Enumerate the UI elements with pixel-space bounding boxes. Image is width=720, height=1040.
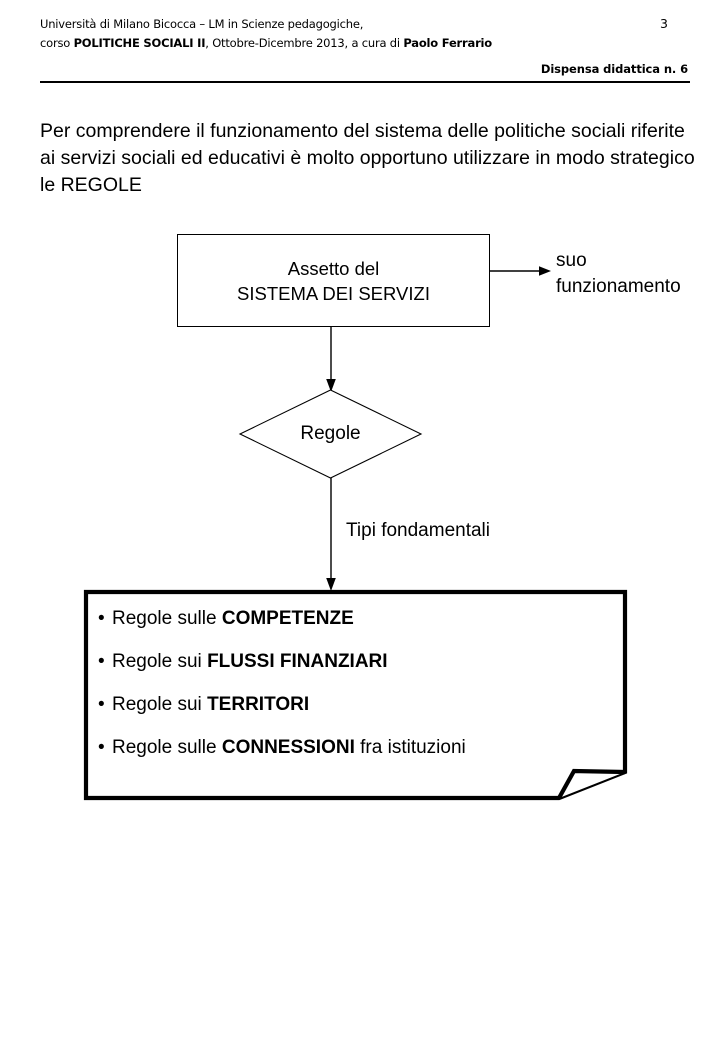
bullet-text-plain: Regole sulle	[112, 608, 222, 629]
box-sistema-line1: Assetto del	[287, 257, 380, 279]
bullet-marker: •	[98, 651, 105, 672]
bullet-text-plain: Regole sulle	[112, 737, 222, 758]
header-divider-rule	[40, 81, 690, 83]
header-institution-line: Università di Milano Bicocca – LM in Sci…	[40, 17, 364, 31]
bullet-text-bold: CONNESSIONI	[221, 737, 355, 758]
label-funzionamento-line1: suo	[556, 250, 587, 271]
header-course-line: corso POLITICHE SOCIALI II, Ottobre-Dice…	[40, 36, 492, 50]
bullet-text-tail: fra istituzioni	[354, 737, 466, 758]
page-number: 3	[660, 16, 668, 31]
diamond-regole-label: Regole	[300, 423, 361, 444]
header-author: Paolo Ferrario	[403, 36, 492, 50]
label-suo-funzionamento: suo funzionamento	[556, 248, 681, 300]
bullet-text-bold: FLUSSI FINANZIARI	[207, 651, 388, 672]
box-sistema-line2: SISTEMA DEI SERVIZI	[237, 282, 430, 304]
header-course-dates: , Ottobre-Dicembre 2013, a cura di	[205, 36, 404, 50]
list-item: • Regole sulle COMPETENZE	[98, 607, 618, 631]
document-box-regole	[83, 589, 628, 801]
intro-paragraph: Per comprendere il funzionamento del sis…	[40, 120, 695, 196]
header-course-prefix: corso	[40, 36, 74, 50]
bullet-text-bold: TERRITORI	[207, 694, 310, 715]
bullet-text-plain: Regole sui	[112, 694, 208, 715]
regole-bullet-list: • Regole sulle COMPETENZE • Regole sui FLU…	[98, 607, 618, 760]
label-tipi-fondamentali: Tipi fondamentali	[346, 520, 490, 541]
bullet-text-plain: Regole sui	[112, 651, 208, 672]
list-item: • Regole sui TERRITORI	[98, 693, 618, 717]
list-item: • Regole sulle CONNESSIONI fra istituzion…	[98, 736, 618, 760]
header-handout-label: Dispensa didattica n. 6	[540, 62, 688, 76]
list-item: • Regole sui FLUSSI FINANZIARI	[98, 650, 618, 674]
bullet-marker: •	[98, 608, 105, 629]
bullet-marker: •	[98, 694, 105, 715]
arrow-box-to-funzionamento	[490, 266, 551, 276]
box-sistema-dei-servizi: Assetto del SISTEMA DEI SERVIZI	[177, 234, 490, 327]
arrow-box-to-regole	[326, 327, 336, 392]
page-header: Università di Milano Bicocca – LM in Sci…	[0, 0, 720, 92]
bullet-text-bold: COMPETENZE	[221, 608, 354, 629]
arrow-regole-to-tipi	[326, 478, 336, 591]
regole-types-box: • Regole sulle COMPETENZE • Regole sui FLU…	[84, 589, 630, 804]
bullet-marker: •	[98, 737, 105, 758]
header-course-name: POLITICHE SOCIALI II	[73, 36, 206, 50]
label-funzionamento-line2: funzionamento	[556, 276, 681, 297]
